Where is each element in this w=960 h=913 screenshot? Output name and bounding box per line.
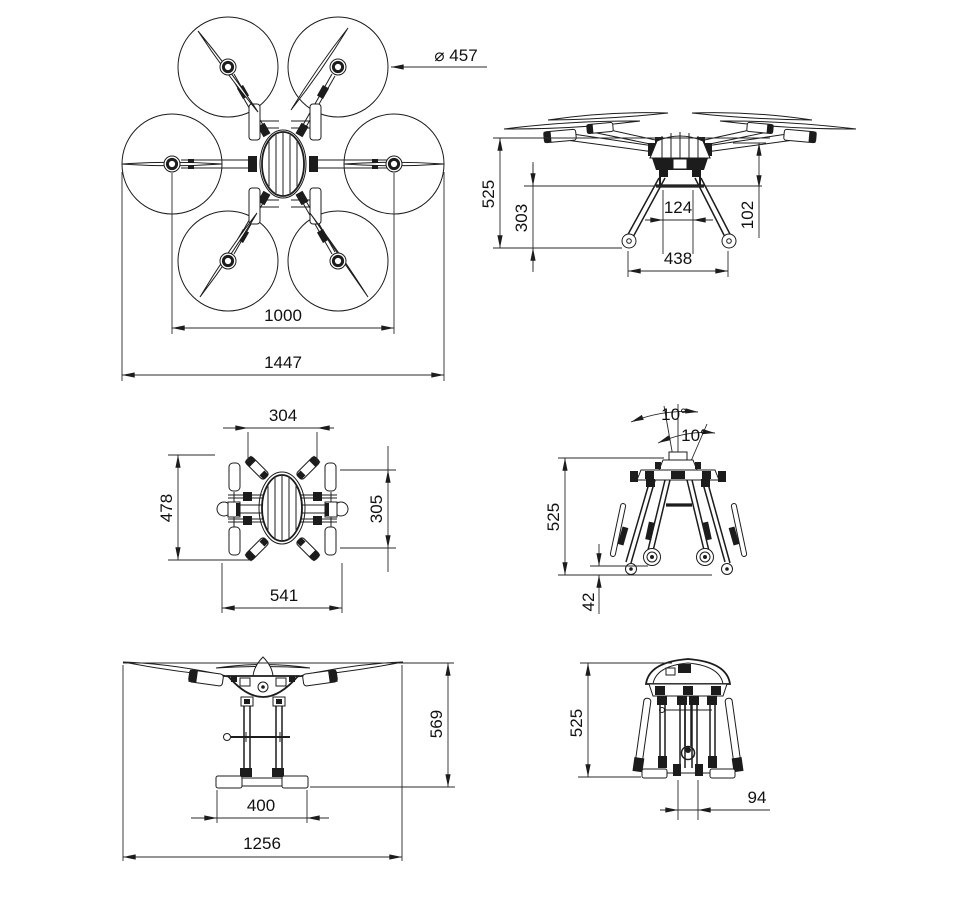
folded-body: [630, 451, 726, 482]
dimension-side-span: 305: [340, 446, 396, 572]
dimension-overall-width: 1447: [121, 172, 445, 381]
view-top-deployed: ⌀ 457 1000 1447: [121, 16, 487, 381]
dim-label-arm-drop: 102: [738, 201, 757, 229]
side-motors: [216, 501, 349, 518]
dim-label-overall-height: 525: [479, 180, 498, 208]
dimension-length: 478: [157, 454, 250, 561]
dim-label-leg-top-span: 124: [664, 198, 692, 217]
dim-label-rotor-span: 1000: [264, 306, 302, 325]
view-side-folded: 525 94: [567, 658, 770, 820]
dimension-prop-diameter: ⌀ 457: [390, 46, 487, 70]
dimension-folded-width: 541: [221, 563, 343, 613]
folded-arm-pods: [244, 455, 321, 562]
view-front-folded: 10° 10°: [544, 404, 748, 614]
dimension-wheel-clearance: 42: [579, 544, 648, 614]
dim-label-overall-span: 1256: [243, 834, 281, 853]
dim-label-fold-angle-2: 10°: [681, 426, 707, 445]
center-body-folded: [258, 471, 306, 545]
landing-legs-front: [223, 696, 290, 777]
hanging-folded-arms: [632, 696, 744, 773]
dimension-arm-drop: 102: [733, 142, 766, 238]
view-side-deployed: 525 303 102 124 438: [479, 112, 857, 277]
dimension-folded-height: 525: [544, 457, 712, 576]
dim-label-prop-diameter: ⌀ 457: [434, 46, 477, 65]
dim-label-wheel-clearance: 42: [579, 593, 598, 612]
dim-label-length: 478: [157, 494, 176, 522]
dimension-overall-height: 525: [479, 137, 770, 249]
dimension-overall-span: 1256: [122, 834, 403, 860]
folded-legs: [609, 479, 748, 564]
dim-label-gear-height: 303: [512, 204, 531, 232]
dimension-upper-width: 304: [223, 406, 334, 462]
dim-label-height-deployed: 569: [427, 710, 446, 738]
wheels: [625, 548, 733, 575]
folded-prop-blades: [228, 462, 337, 556]
dimension-base-width: 400: [191, 790, 329, 823]
dimension-leg-top-span: 124: [645, 190, 713, 254]
dim-label-fold-angle-1: 10°: [661, 405, 687, 424]
folded-gear-rails: [248, 103, 322, 225]
dim-label-side-span: 305: [367, 495, 386, 523]
dome-body: [644, 658, 732, 697]
dim-label-skid-span: 438: [664, 249, 692, 268]
dimension-gear-height: 303: [512, 162, 536, 272]
dim-label-base-width: 400: [247, 796, 275, 815]
dimension-height-deployed: 569: [122, 662, 455, 861]
dim-label-nozzle-offset: 94: [748, 788, 767, 807]
dim-label-folded-height: 525: [544, 503, 563, 531]
dimension-rotor-span: 1000: [171, 173, 395, 334]
fuselage: [649, 132, 711, 177]
dim-label-folded-width: 541: [270, 586, 298, 605]
dimension-skid-span: 438: [627, 249, 729, 277]
fuselage-front: [226, 656, 300, 698]
center-body: [259, 129, 307, 199]
dimension-folded-side-height: 525: [567, 662, 672, 778]
dim-label-folded-side-height: 525: [567, 709, 586, 737]
view-top-folded: 304 478 305 541: [157, 406, 396, 613]
props-and-arms: [122, 661, 404, 687]
dimension-nozzle-offset: 94: [660, 780, 770, 820]
view-front-deployed: 569 400 1256: [122, 656, 455, 861]
dim-label-upper-width: 304: [269, 406, 297, 425]
dim-label-overall-width: 1447: [264, 353, 302, 372]
base-skids-side: [641, 764, 736, 779]
base-skids: [215, 775, 309, 789]
motor-hubs: [163, 58, 403, 270]
